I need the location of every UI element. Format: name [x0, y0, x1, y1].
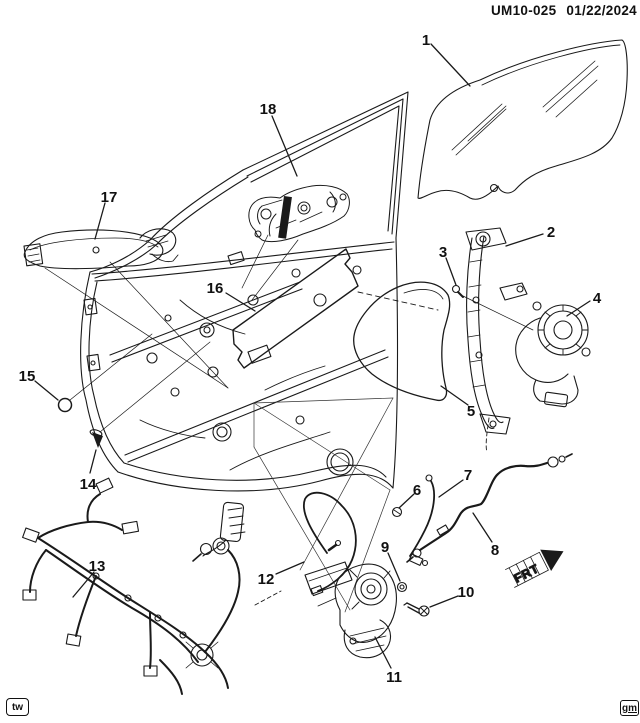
callout-5: 5 — [467, 403, 475, 420]
part-wiring-harness — [22, 477, 241, 695]
part-regulator-rail — [465, 227, 528, 453]
part-screw-10 — [403, 602, 430, 617]
diagram-date: 01/22/2024 — [566, 3, 637, 18]
author-badge-label: tw — [11, 701, 24, 713]
callout-2: 2 — [547, 224, 555, 241]
part-screw-14 — [89, 341, 211, 448]
callout-4: 4 — [593, 290, 602, 307]
callout-8: 8 — [491, 542, 499, 559]
callout-leaders — [34, 43, 591, 669]
projection-lines — [253, 397, 394, 613]
part-outside-handle — [23, 228, 229, 389]
callout-1: 1 — [422, 32, 430, 49]
callout-9: 9 — [381, 539, 389, 556]
part-door-latch — [304, 561, 397, 659]
part-water-deflector — [353, 281, 451, 402]
callout-16: 16 — [207, 280, 224, 297]
callout-18: 18 — [260, 101, 277, 118]
diagram-code: UM10-025 — [490, 3, 557, 18]
callout-17: 17 — [101, 189, 118, 206]
callout-12: 12 — [258, 571, 275, 588]
part-insulator-pad — [232, 248, 439, 369]
callout-10: 10 — [458, 584, 475, 601]
gm-logo-label: gm — [622, 702, 637, 714]
callout-13: 13 — [89, 558, 106, 575]
callout-3: 3 — [439, 244, 447, 261]
part-lock-cable — [406, 453, 573, 563]
part-release-cable — [254, 491, 357, 606]
callout-14: 14 — [80, 476, 97, 493]
part-clip-6 — [391, 506, 403, 518]
part-grommet-9 — [396, 581, 408, 593]
author-badge: tw — [6, 698, 29, 716]
callout-7: 7 — [464, 467, 472, 484]
gm-logo: gm — [620, 700, 639, 716]
callout-15: 15 — [19, 368, 36, 385]
door-shell — [80, 91, 409, 562]
callout-6: 6 — [413, 482, 421, 499]
callout-numbers: 1 2 3 4 5 6 7 8 9 10 11 12 13 14 15 16 1… — [19, 32, 602, 686]
part-window-motor — [515, 301, 591, 408]
part-handle-bracket — [241, 184, 350, 301]
diagram-header: UM10-025 01/22/2024 — [491, 3, 637, 18]
part-window-glass — [417, 39, 628, 200]
front-direction-indicator: FRT — [505, 549, 564, 588]
door-connector — [192, 501, 246, 562]
callout-11: 11 — [386, 669, 402, 686]
part-retainer-ring — [57, 333, 153, 413]
